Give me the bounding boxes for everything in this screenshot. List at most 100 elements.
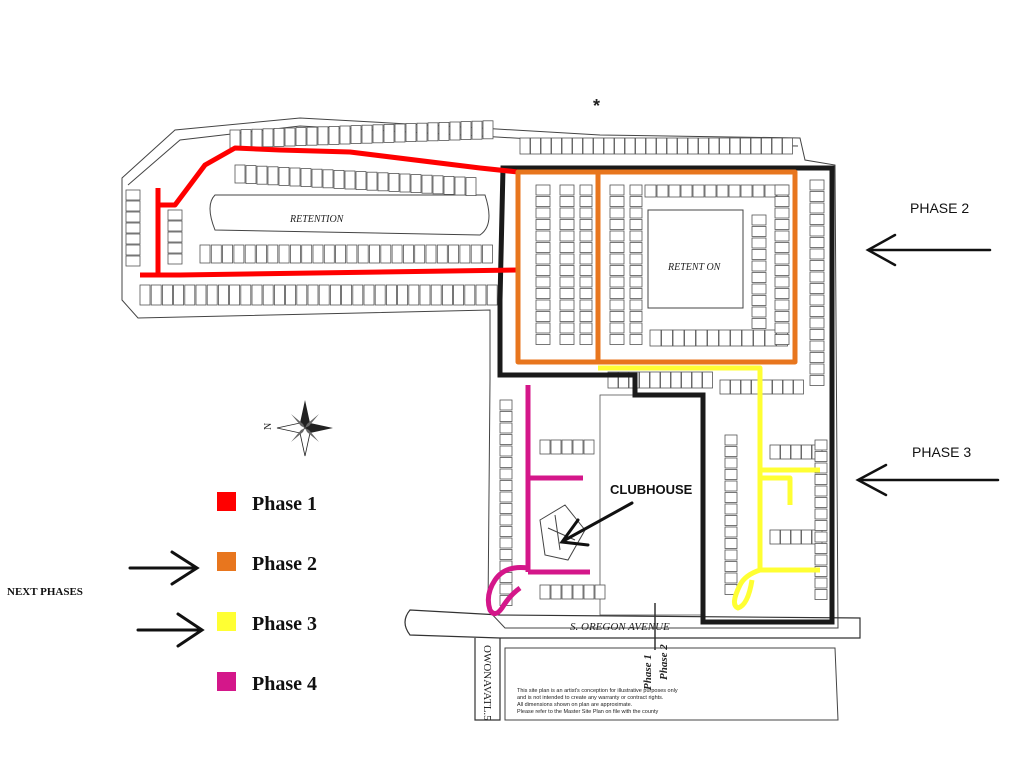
phase-2-arrow-icon	[865, 233, 992, 267]
lot	[499, 445, 513, 457]
lot	[206, 284, 218, 306]
lot	[352, 284, 364, 306]
lot	[453, 284, 465, 306]
lot	[256, 165, 268, 185]
lot	[809, 214, 825, 225]
lot	[278, 244, 290, 264]
lot	[350, 125, 362, 144]
asterisk-marker: *	[593, 96, 600, 116]
lot	[312, 244, 324, 264]
lot	[328, 126, 340, 145]
lot	[740, 184, 753, 198]
lot	[559, 276, 575, 288]
lot	[464, 284, 476, 306]
compass-north-letter: N	[263, 423, 274, 430]
lot	[764, 184, 777, 198]
lot	[405, 123, 417, 142]
lot	[629, 288, 643, 299]
clubhouse-callout-label: CLUBHOUSE	[610, 482, 693, 497]
lot	[814, 577, 828, 589]
retention-west-label: RETENTION	[289, 214, 345, 225]
lot	[681, 371, 692, 389]
lot	[173, 284, 185, 306]
lot	[430, 284, 442, 306]
disclaimer-block: This site plan is an artist's conception…	[517, 688, 678, 715]
lot	[603, 137, 615, 155]
lot	[716, 184, 729, 198]
lot	[470, 244, 482, 264]
lot	[475, 284, 487, 306]
lot	[801, 444, 812, 460]
lot	[609, 253, 625, 265]
lot	[609, 334, 625, 345]
lot	[289, 167, 301, 187]
lot	[639, 371, 650, 389]
lot	[809, 260, 825, 271]
lot	[751, 214, 767, 226]
lot	[814, 451, 828, 462]
lot	[670, 371, 682, 389]
lot	[499, 549, 513, 560]
lot	[629, 242, 643, 253]
lot	[499, 491, 513, 503]
lot	[728, 184, 741, 198]
lot	[724, 572, 738, 584]
lot	[724, 469, 738, 480]
lot	[222, 244, 234, 264]
lot	[751, 318, 767, 329]
lot	[251, 128, 263, 148]
lot	[167, 242, 183, 254]
lot	[680, 184, 693, 198]
lot	[814, 531, 828, 543]
lot	[774, 230, 790, 242]
lot	[561, 439, 573, 455]
lot	[809, 191, 825, 202]
lot	[559, 253, 575, 265]
retention-east-label: RETENT ON	[667, 262, 722, 273]
lot	[550, 439, 562, 455]
lot	[167, 220, 183, 232]
next-phase-arrow-icon-1	[128, 550, 200, 586]
phase-3-route	[598, 365, 820, 611]
lot	[698, 137, 709, 155]
lot	[719, 379, 731, 395]
lot	[583, 439, 595, 455]
lot	[499, 514, 513, 526]
lot	[482, 120, 494, 140]
lot	[702, 371, 713, 389]
lot	[167, 231, 183, 243]
lot	[790, 529, 802, 545]
lot	[369, 244, 380, 264]
lot	[535, 311, 551, 322]
lot	[629, 276, 643, 288]
lot	[329, 284, 341, 306]
lot	[724, 446, 738, 457]
site-plan-base	[121, 117, 861, 721]
lot	[751, 249, 767, 260]
lot	[449, 121, 461, 141]
lot	[285, 284, 297, 306]
lot	[559, 299, 575, 311]
lot	[814, 485, 828, 497]
lot	[385, 284, 397, 306]
lot	[684, 329, 696, 347]
lot	[199, 244, 211, 264]
retention-east	[647, 209, 744, 309]
lot	[460, 121, 472, 140]
lot	[809, 179, 825, 191]
lot	[535, 242, 551, 253]
lot	[814, 497, 828, 508]
lot	[454, 176, 466, 196]
lot	[559, 196, 575, 207]
lot	[782, 137, 793, 155]
lot	[317, 126, 329, 146]
lot	[583, 584, 595, 600]
lot	[295, 127, 307, 146]
lot	[649, 329, 662, 347]
lot	[809, 283, 825, 294]
lot	[724, 480, 738, 492]
lot	[691, 371, 703, 389]
disclaimer-line-3: All dimensions shown on plan are approxi…	[517, 702, 633, 708]
lot	[559, 311, 575, 322]
phase-4-route	[485, 385, 590, 616]
